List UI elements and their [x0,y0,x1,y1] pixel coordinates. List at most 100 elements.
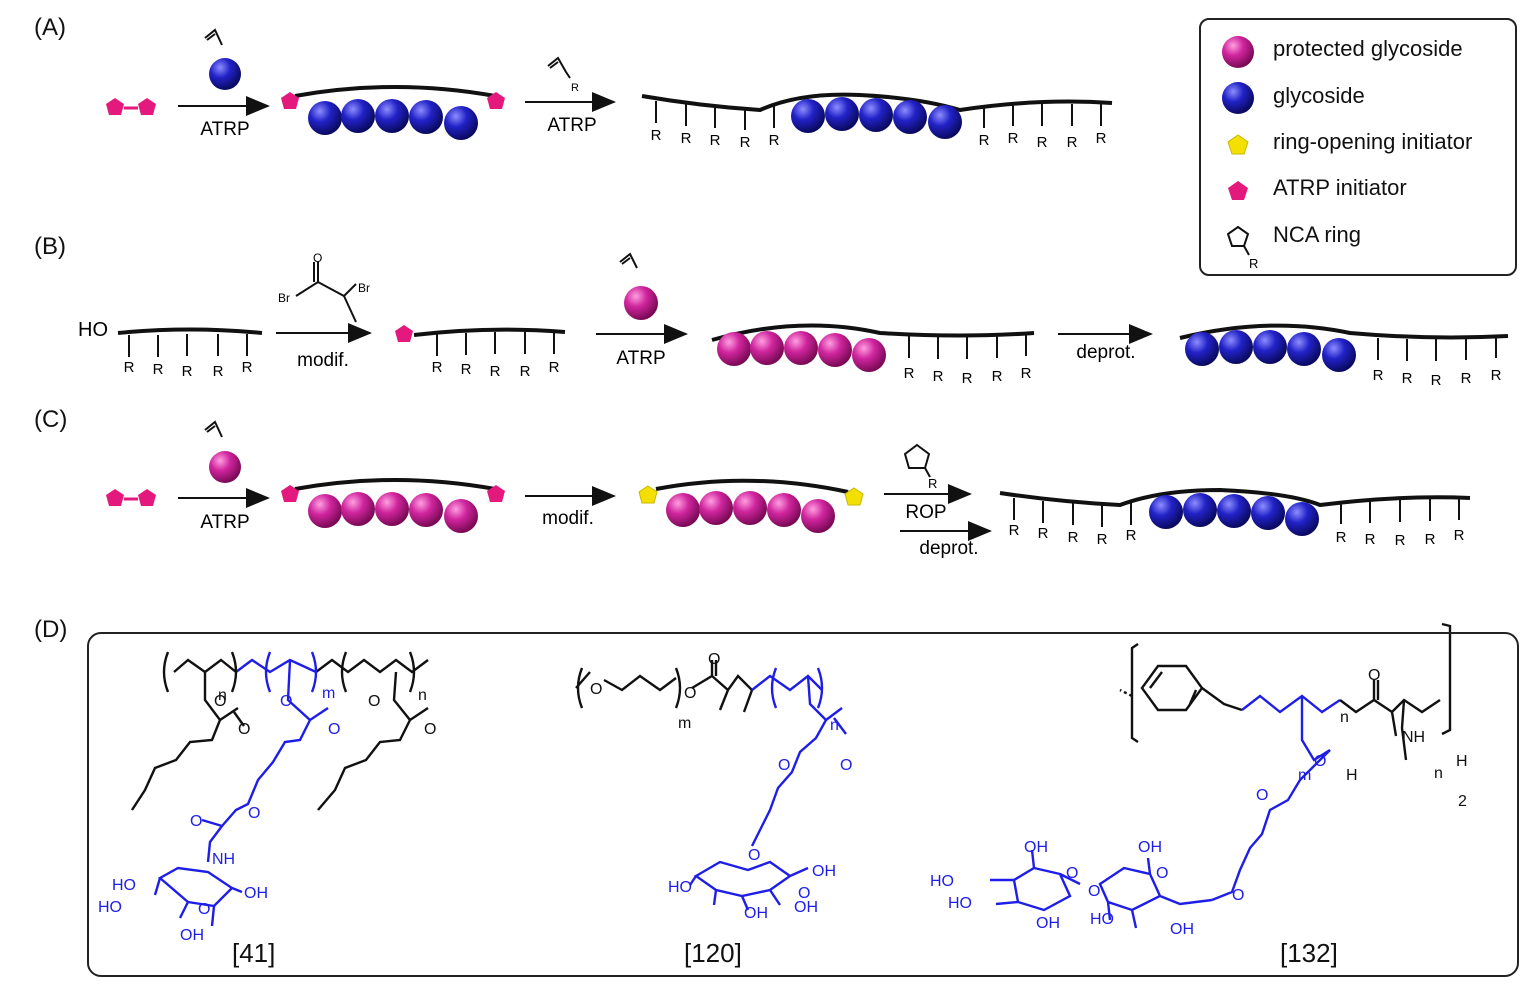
svg-text:O: O [684,685,696,702]
svg-text:OH: OH [1024,839,1048,856]
structures-box [87,632,1519,977]
svg-text:O: O [238,721,250,738]
svg-text:R: R [1373,367,1384,384]
yellow-pentagon-icon [1227,134,1249,155]
svg-text:R: R [992,368,1003,385]
svg-text:HO: HO [930,873,954,890]
blue-sphere-icon [209,58,241,90]
legend-item-glycoside: glycoside [1273,83,1365,108]
svg-text:O: O [313,251,322,265]
svg-text:n: n [1340,709,1349,726]
svg-text:OH: OH [1138,839,1162,856]
svg-text:n: n [1434,765,1443,782]
pink-pentagon-icon [281,485,299,502]
svg-text:R: R [1008,130,1019,147]
svg-text:R: R [1009,522,1020,539]
svg-text:OH: OH [744,905,768,922]
svg-text:R: R [1365,531,1376,548]
panel-label-d: (D) [34,616,68,643]
magenta-sphere-icon [1222,36,1254,68]
pink-pentagon-icon [281,92,299,109]
svg-text:R: R [1068,529,1079,546]
svg-text:R: R [1038,525,1049,542]
pink-pentagon-icon [106,98,124,115]
svg-text:R: R [1491,367,1502,384]
svg-text:O: O [198,901,210,918]
svg-text:m: m [322,685,335,702]
structure-132 [990,622,1452,929]
svg-text:R: R [520,363,531,380]
svg-text:O: O [1156,865,1168,882]
svg-text:R: R [651,127,662,144]
svg-text:R: R [1402,370,1413,387]
pink-pentagon-icon [138,98,156,115]
svg-text:R: R [432,359,443,376]
svg-text:R: R [1067,134,1078,151]
svg-text:NH: NH [212,851,235,868]
svg-text:H: H [1456,753,1468,770]
svg-text:O: O [248,805,260,822]
svg-text:O: O [424,721,436,738]
svg-text:R: R [242,359,253,376]
svg-text:R: R [1431,372,1442,389]
svg-text:O: O [214,693,226,710]
svg-text:HO: HO [98,899,122,916]
legend-icons: R [1222,36,1258,271]
svg-text:O: O [368,693,380,710]
yellow-pentagon-icon [844,487,864,506]
svg-text:n: n [830,717,839,734]
panel-label-b: (B) [34,233,66,260]
svg-text:O: O [1088,883,1100,900]
svg-text:O: O [778,757,790,774]
magenta-sphere-icon [624,286,658,320]
blue-sphere-chain [1185,330,1356,372]
blue-sphere-chain [1149,493,1319,536]
legend-item-atrp-initiator: ATRP initiator [1273,175,1407,200]
svg-text:R: R [904,365,915,382]
svg-text:deprot.: deprot. [1076,342,1135,363]
pink-pentagon-icon [138,489,156,506]
svg-text:2: 2 [1458,793,1467,810]
svg-text:O: O [590,681,602,698]
svg-text:O: O [328,721,340,738]
svg-text:m: m [678,715,691,732]
svg-text:O: O [708,651,720,668]
svg-text:O: O [1232,887,1244,904]
svg-text:R: R [933,368,944,385]
svg-text:OH: OH [180,927,204,944]
blue-sphere-chain [791,97,962,139]
svg-text:HO: HO [668,879,692,896]
panel-label-a: (A) [34,14,66,41]
svg-text:OH: OH [244,885,268,902]
svg-text:Br: Br [278,291,290,305]
legend-item-protected-glycoside: protected glycoside [1273,36,1463,61]
svg-text:O: O [1368,667,1380,684]
magenta-sphere-icon [209,451,241,483]
svg-text:R: R [1021,365,1032,382]
svg-text:HO: HO [112,877,136,894]
svg-text:HO: HO [1090,911,1114,928]
svg-text:m: m [1298,767,1311,784]
svg-text:deprot.: deprot. [919,538,978,559]
svg-text:O: O [1314,753,1326,770]
svg-text:HO: HO [948,895,972,912]
svg-text:R: R [769,132,780,149]
magenta-sphere-chain [717,331,886,372]
svg-text:R: R [1249,256,1258,271]
svg-text:OH: OH [1036,915,1060,932]
svg-text:R: R [549,359,560,376]
svg-text:OH: OH [794,899,818,916]
svg-text:R: R [1425,531,1436,548]
reference-41: [41] [232,938,276,968]
svg-text:R: R [1126,527,1137,544]
yellow-pentagon-icon [638,485,658,504]
structure-132-labels: m O O O n H O NH n H 2 OH OH HO HO OH HO… [930,667,1468,938]
blue-sphere-chain [308,99,478,140]
svg-text:n: n [418,687,427,704]
svg-text:O: O [798,885,810,902]
svg-text:NH: NH [1402,729,1425,746]
svg-text:modif.: modif. [297,350,349,371]
svg-text:R: R [571,82,579,94]
